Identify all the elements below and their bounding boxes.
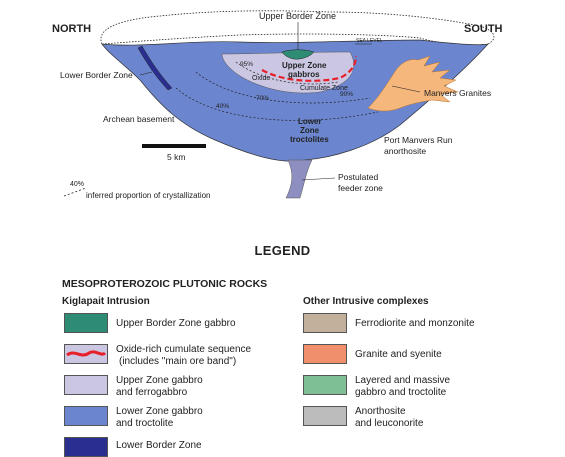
legend-item-ferrodiorite: Ferrodiorite and monzonite <box>355 318 475 329</box>
legend-section-title: MESOPROTEROZOIC PLUTONIC ROCKS <box>62 278 268 290</box>
sea-level-label: SEA LEVEL <box>356 38 383 44</box>
swatch-lower-zone <box>64 406 108 426</box>
lower-zone-label-2: Zone <box>300 126 320 135</box>
oxide-label: Oxide <box>252 75 270 82</box>
archean-basement-label: Archean basement <box>103 114 175 124</box>
scale-label: 5 km <box>167 152 185 162</box>
pct-40-label: 40% <box>216 103 229 110</box>
swatch-upper-border-zone <box>64 313 108 333</box>
south-label: SOUTH <box>464 23 503 35</box>
legend-item-lower-zone: Lower Zone gabbro and troctolite <box>116 406 203 429</box>
pct-95-label: 95% <box>240 61 253 68</box>
key-text-label: inferred proportion of crystallization <box>86 191 211 200</box>
upper-border-zone-label: Upper Border Zone <box>259 11 336 21</box>
lower-border-zone <box>137 45 173 91</box>
contour-70 <box>195 71 371 104</box>
contour-95 <box>235 61 339 85</box>
legend-item-layered-gabbro: Layered and massive gabbro and troctolit… <box>355 375 451 398</box>
upper-zone-label-2: gabbros <box>288 70 320 79</box>
contour-40 <box>175 87 379 121</box>
port-manvers-label-1: Port Manvers Run <box>384 135 453 145</box>
lower-border-zone-label: Lower Border Zone <box>60 70 133 80</box>
cross-section-diagram: NORTH SOUTH Upper Border Zone SEA LEVEL … <box>52 10 503 200</box>
legend-item-oxide: Oxide-rich cumulate sequence (includes "… <box>116 344 252 367</box>
swatch-granite <box>303 344 347 364</box>
legend-left-title: Kiglapait Intrusion <box>62 296 150 307</box>
leader-lbz <box>139 71 153 76</box>
manvers-granites-label: Manvers Granites <box>424 88 491 98</box>
legend-right-title: Other Intrusive complexes <box>303 296 429 307</box>
swatch-oxide <box>64 344 108 364</box>
upper-zone-label-1: Upper Zone <box>282 61 327 70</box>
leader-manvers <box>391 85 421 93</box>
swatch-ferrodiorite <box>303 313 347 333</box>
manvers-granites <box>367 55 459 112</box>
north-label: NORTH <box>52 23 91 35</box>
legend-item-ubz: Upper Border Zone gabbro <box>116 318 236 329</box>
pct-90-label: 90% <box>340 91 353 98</box>
swatch-lower-border-zone <box>64 437 108 457</box>
feeder-label-1: Postulated <box>338 172 378 182</box>
eroded-envelope-outline <box>100 10 495 46</box>
legend-item-granite: Granite and syenite <box>355 349 442 360</box>
legend-item-anorthosite: Anorthosite and leuconorite <box>355 406 424 429</box>
swatch-upper-zone <box>64 375 108 395</box>
leader-feeder <box>301 177 336 181</box>
lower-zone-label-3: troctolites <box>290 135 329 144</box>
cumulate-zone-label: Cumulate Zone <box>300 85 348 92</box>
swatch-layered-gabbro <box>303 375 347 395</box>
feeder-label-2: feeder zone <box>338 183 383 193</box>
scale-bar <box>142 144 206 148</box>
feeder-zone <box>285 159 313 199</box>
port-manvers-label-2: anorthosite <box>384 146 426 156</box>
upper-border-zone-cap <box>281 49 315 60</box>
key-dashed-line <box>63 187 87 197</box>
pct-70-label: 70% <box>256 95 269 102</box>
oxide-swatch-line <box>66 350 107 357</box>
lower-zone-body <box>101 39 490 162</box>
key-pct-label: 40% <box>70 181 84 188</box>
lower-zone-label-1: Lower <box>298 117 322 126</box>
oxide-band <box>261 55 358 82</box>
swatch-anorthosite <box>303 406 347 426</box>
legend-title: LEGEND <box>254 243 311 258</box>
legend-item-upper-zone: Upper Zone gabbro and ferrogabbro <box>116 375 203 398</box>
